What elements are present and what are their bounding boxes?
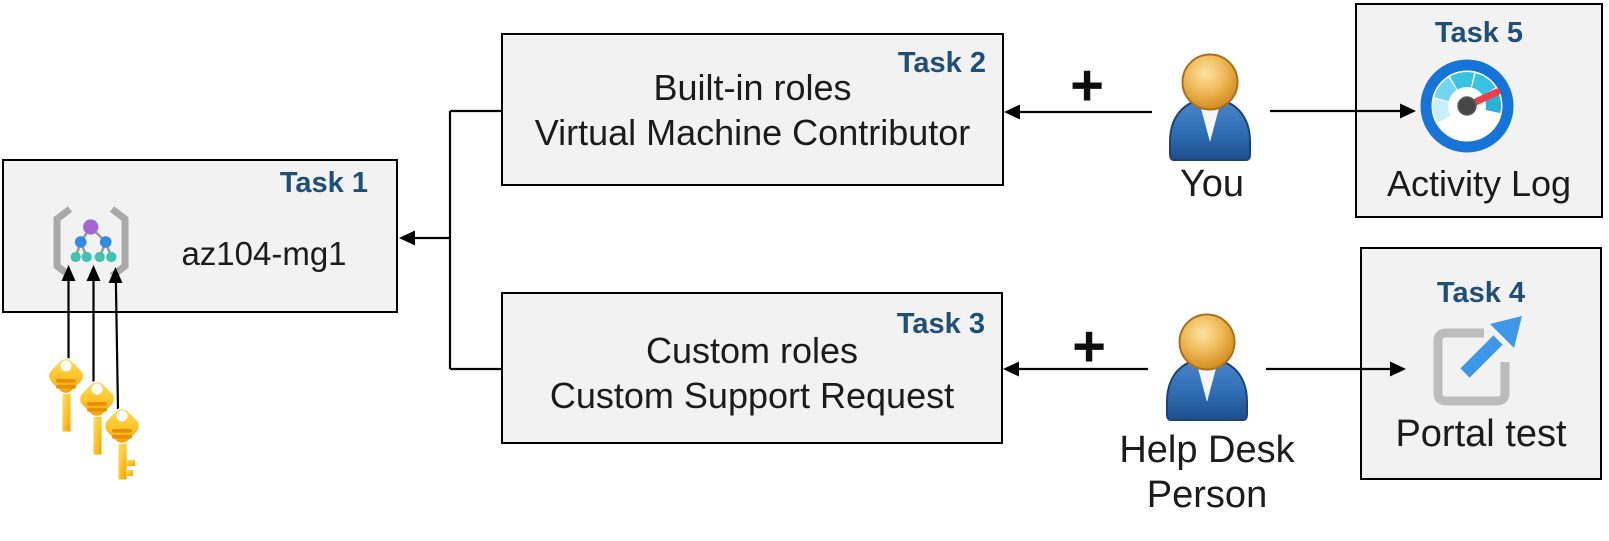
task4-caption: Portal test <box>1395 413 1567 455</box>
key-icon <box>47 357 85 433</box>
task3-text-line2: Custom Support Request <box>549 375 955 416</box>
task2-text-line2: Virtual Machine Contributor <box>534 112 971 153</box>
plus-sign-bottom: + <box>1072 314 1106 379</box>
task5-caption: Activity Log <box>1386 163 1572 204</box>
key-icon <box>78 380 116 456</box>
task1-box: Task 1 az104-mg1 <box>2 159 398 313</box>
task3-label: Task 3 <box>896 308 985 340</box>
you-label: You <box>1179 163 1245 205</box>
management-group-icon <box>53 206 129 279</box>
task3-text-line1: Custom roles <box>645 330 859 371</box>
task4-label: Task 4 <box>1436 277 1526 309</box>
task2-label: Task 2 <box>897 47 986 79</box>
task4-box: Task 4 Portal test <box>1360 247 1602 480</box>
task5-label: Task 5 <box>1434 17 1524 49</box>
task1-label: Task 1 <box>279 167 368 199</box>
task2-box: Task 2 Built-in roles Virtual Machine Co… <box>501 33 1004 186</box>
helpdesk-label-line2: Person <box>1146 474 1268 516</box>
task2-text-line1: Built-in roles <box>653 67 852 108</box>
helpdesk-label-line1: Help Desk <box>1119 429 1295 471</box>
task5-box: Task 5 Activity Log <box>1355 3 1603 218</box>
management-group-name: az104-mg1 <box>181 235 347 272</box>
person-icon <box>1166 313 1248 421</box>
plus-sign-top: + <box>1070 53 1104 118</box>
key-icon <box>103 407 141 481</box>
person-icon <box>1169 53 1251 161</box>
task3-box: Task 3 Custom roles Custom Support Reque… <box>501 292 1003 444</box>
gauge-icon <box>1420 59 1514 153</box>
external-link-icon <box>1433 316 1522 406</box>
